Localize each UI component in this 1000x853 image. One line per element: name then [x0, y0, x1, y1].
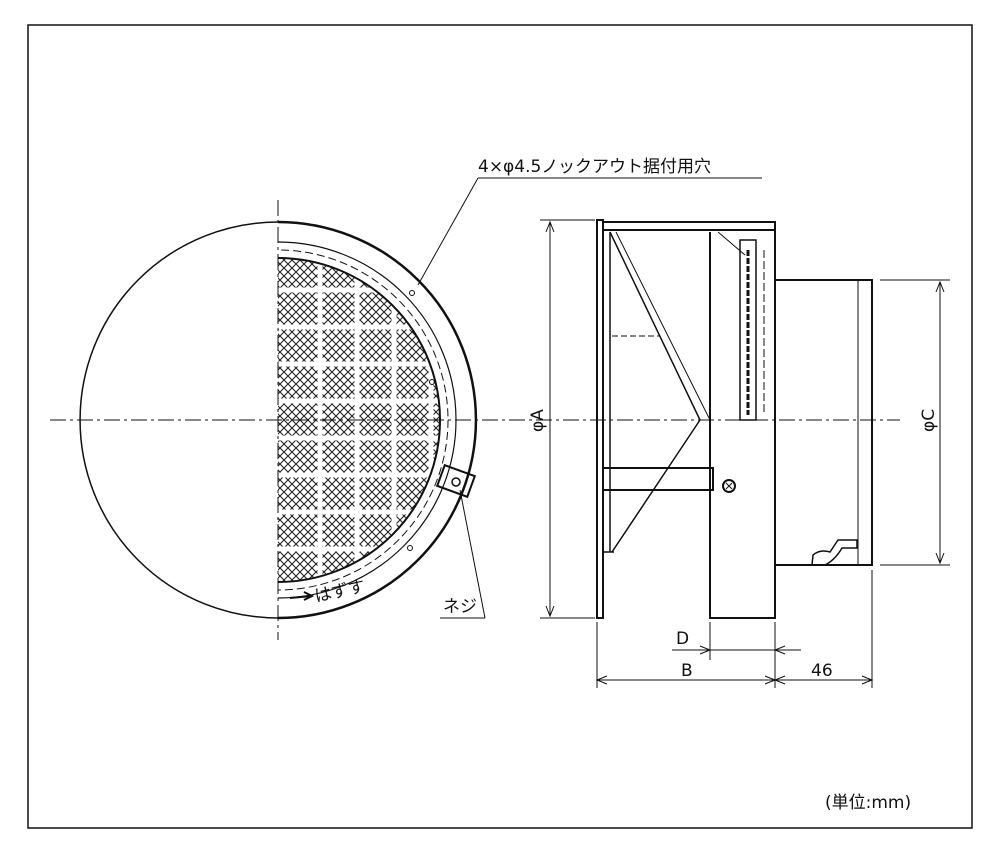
screw-icon	[722, 479, 736, 493]
screw-label: ネジ	[443, 597, 477, 617]
front-view: はずす	[50, 200, 900, 640]
arrow-icon	[289, 591, 315, 601]
knockout-hole	[407, 545, 413, 551]
dim-b-label: B	[681, 661, 693, 681]
screw-leader	[459, 489, 486, 619]
unit-note: (単位:mm)	[825, 793, 911, 813]
knockout-hole	[409, 290, 415, 296]
screw-tab	[435, 463, 477, 499]
bracket	[602, 467, 714, 491]
dim-d-label: D	[676, 629, 689, 649]
dim-c-label: φC	[919, 409, 939, 432]
duct-clip	[811, 539, 858, 566]
duct	[775, 279, 873, 566]
dimensions: φA φC D B 46	[528, 219, 950, 688]
knockout-note: 4×φ4.5ノックアウト据付用穴	[478, 157, 711, 177]
dim-46-label: 46	[811, 661, 833, 681]
drawing-frame	[27, 24, 973, 829]
body	[709, 230, 776, 619]
dim-a-label: φA	[528, 409, 548, 432]
knockout-leader	[417, 177, 479, 286]
side-view	[596, 219, 873, 619]
remove-label: はずす	[313, 577, 367, 607]
screw-icon	[451, 477, 461, 487]
